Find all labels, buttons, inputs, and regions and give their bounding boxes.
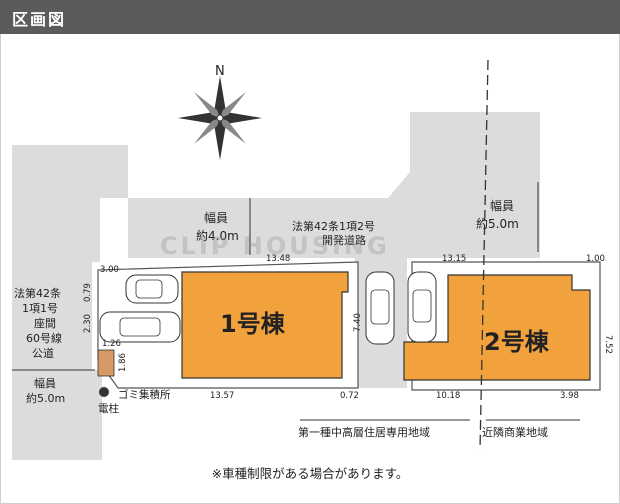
pole-label: 電柱	[98, 402, 119, 415]
dim-0-79: 0.79	[83, 283, 93, 302]
dim-1-26: 1.26	[102, 339, 121, 349]
top-width-label-line2: 約4.0m	[196, 228, 239, 243]
dim-13-48: 13.48	[266, 254, 290, 264]
dim-7-40: 7.40	[353, 313, 363, 332]
dim-3-00: 3.00	[100, 265, 119, 275]
road-left	[12, 145, 128, 385]
dim-13-15: 13.15	[442, 254, 466, 264]
dev-road-label-line2: 開発道路	[322, 233, 366, 247]
building-1	[181, 271, 349, 379]
header-bar: 区画図	[0, 0, 620, 34]
compass-icon	[178, 76, 262, 160]
compass-label: N	[215, 64, 225, 79]
road-right-extension	[498, 112, 540, 202]
left-road-label-line1: 法第42条	[14, 286, 61, 300]
zone-left-label: 第一種中高層住居専用地域	[298, 425, 430, 439]
zone-boundary-line	[479, 59, 489, 451]
road-top-main	[128, 112, 540, 198]
left-road-label-line3: 座間	[34, 316, 56, 330]
car-4	[407, 271, 437, 343]
gomi-area	[97, 349, 115, 377]
dim-1-86: 1.86	[118, 353, 128, 372]
car-3	[365, 271, 395, 345]
left-road-label-line5: 公道	[32, 346, 54, 360]
road-under-top	[128, 198, 540, 258]
gomi-label: ゴミ集積所	[118, 388, 171, 401]
dim-7-52: 7.52	[603, 335, 613, 354]
left-width-label-line2: 約5.0m	[26, 391, 65, 405]
watermark: CLIP HOUSING	[160, 232, 390, 260]
building-1-label: 1号棟	[220, 310, 286, 338]
dim-13-57: 13.57	[210, 391, 234, 401]
dim-0-72: 0.72	[340, 391, 359, 401]
dim-2-30: 2.30	[83, 314, 93, 333]
car-1	[125, 274, 179, 304]
utility-pole-icon	[99, 387, 109, 397]
dim-1-00: 1.00	[586, 254, 605, 264]
dev-road-label-line1: 法第42条1項2号	[292, 219, 375, 233]
building-2	[403, 274, 591, 381]
building-2-label: 2号棟	[484, 328, 550, 356]
top-right-width-label-line1: 幅員	[490, 198, 514, 213]
car-2	[99, 311, 181, 343]
top-right-width-label-line2: 約5.0m	[476, 216, 519, 231]
header-title: 区画図	[12, 10, 67, 29]
left-road-label-line2: 1項1号	[22, 302, 58, 315]
zone-right-label: 近隣商業地域	[482, 425, 548, 439]
footnote: ※車種制限がある場合があります。	[211, 466, 409, 481]
left-width-label-line1: 幅員	[34, 377, 56, 390]
dim-10-18: 10.18	[436, 391, 460, 401]
left-road-label-line4: 60号線	[26, 331, 62, 345]
road-left-lower	[12, 370, 102, 460]
top-width-label-line1: 幅員	[204, 210, 228, 225]
dim-3-98: 3.98	[560, 391, 579, 401]
